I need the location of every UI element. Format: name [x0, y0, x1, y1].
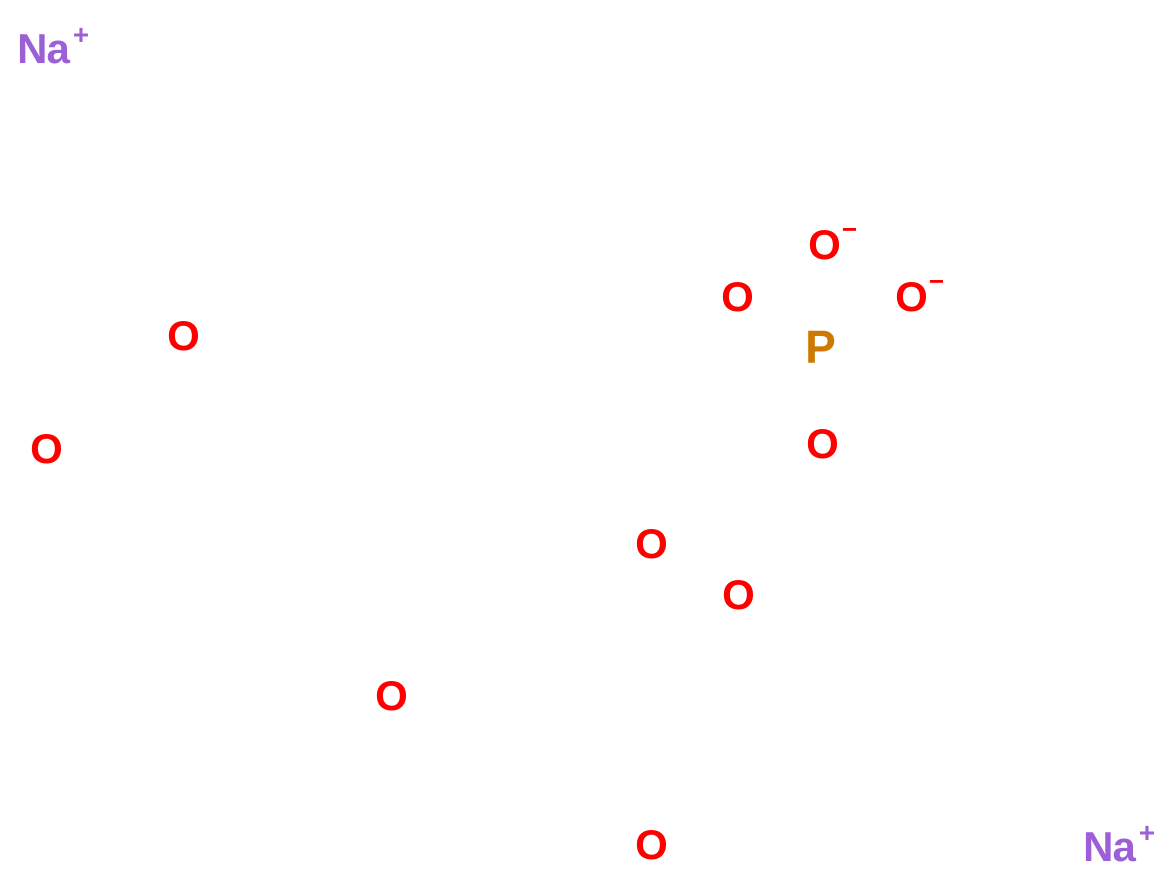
minus-charge: −: [841, 214, 858, 245]
element-symbol: P: [805, 321, 836, 373]
plus-charge: +: [72, 18, 90, 50]
atom-o-11: O: [635, 821, 668, 868]
element-symbol: Na: [1083, 823, 1136, 870]
plus-charge: +: [1138, 816, 1156, 848]
minus-charge: −: [928, 266, 945, 297]
element-symbol: O: [635, 520, 668, 567]
atom-p-6: P: [805, 321, 836, 373]
atom-o-1: O: [167, 312, 200, 359]
element-symbol: O: [30, 425, 63, 472]
element-symbol: O: [167, 312, 200, 359]
element-symbol: Na: [17, 25, 70, 72]
element-symbol: O: [375, 672, 408, 719]
element-symbol: O: [722, 571, 755, 618]
atom-o-4: O −: [808, 216, 857, 268]
atom-o-9: O: [722, 571, 755, 618]
element-symbol: O: [895, 273, 928, 320]
atom-o-5: O −: [895, 268, 944, 320]
atom-o-3: O: [721, 273, 754, 320]
element-symbol: O: [635, 821, 668, 868]
element-symbol: O: [721, 273, 754, 320]
element-symbol: O: [808, 221, 841, 268]
sodium-ion-1: Na +: [17, 21, 89, 72]
sodium-ion-2: Na +: [1083, 819, 1155, 870]
atom-o-10: O: [375, 672, 408, 719]
element-symbol: O: [806, 420, 839, 467]
atom-o-2: O: [30, 425, 63, 472]
atom-o-7: O: [806, 420, 839, 467]
atom-o-8: O: [635, 520, 668, 567]
